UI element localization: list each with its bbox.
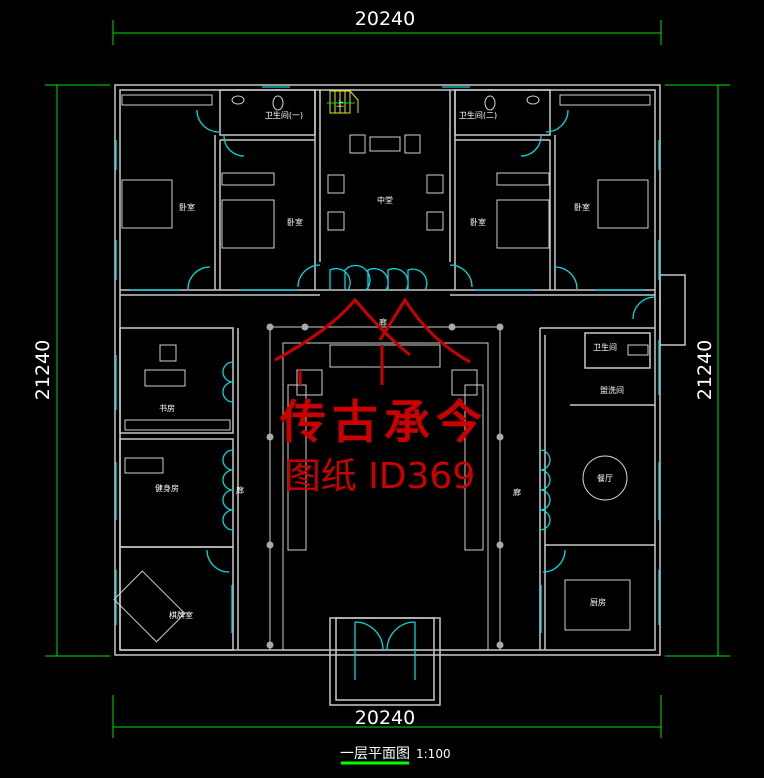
drawing-scale: 1:100 [416, 747, 451, 761]
watermark-line-2: 图纸 ID369 [285, 456, 476, 497]
furniture [113, 94, 651, 643]
room-label-corridor-east: 廊 [513, 487, 521, 497]
room-label-dining: 餐厅 [597, 474, 613, 483]
doors-and-windows [115, 86, 660, 680]
room-label-corridor-west: 廊 [236, 485, 244, 495]
dimension-bottom: 20240 [355, 707, 415, 729]
room-label-chess-room: 棋牌室 [169, 610, 193, 620]
dimension-top: 20240 [355, 8, 415, 30]
drawing-title: 一层平面图 [340, 746, 410, 762]
dimension-lines [45, 20, 730, 738]
room-label-bedroom-1: 卧室 [179, 202, 195, 212]
room-label-bathroom-1: 卫生间(一) [265, 110, 303, 120]
dimension-left: 21240 [32, 340, 54, 400]
room-label-bedroom-2: 卧室 [287, 217, 303, 227]
room-labels: 卧室 卧室 卧室 卧室 卫生间(一) 卫生间(二) 中堂 廊 廊 廊 书房 健身… [155, 110, 624, 620]
room-label-bedroom-4: 卧室 [574, 202, 590, 212]
room-label-bathroom-2: 卫生间(二) [459, 110, 497, 120]
watermark-line-1: 传古承今 [279, 395, 488, 449]
room-label-main-hall: 中堂 [377, 195, 393, 205]
room-label-corridor-north: 廊 [379, 317, 387, 327]
room-label-bathroom-3: 卫生间 [593, 342, 617, 352]
room-label-study: 书房 [159, 403, 175, 413]
room-label-gym: 健身房 [155, 483, 179, 493]
columns [266, 323, 504, 649]
room-label-kitchen: 厨房 [590, 597, 606, 607]
stair-icon [327, 90, 359, 114]
room-label-washroom: 盥洗间 [600, 385, 624, 395]
stair-up-label: 上 [336, 99, 344, 108]
room-label-bedroom-3: 卧室 [470, 217, 486, 227]
watermark: 传古承今 图纸 ID369 [274, 297, 488, 497]
walls [114, 84, 686, 706]
dimension-right: 21240 [694, 340, 716, 400]
